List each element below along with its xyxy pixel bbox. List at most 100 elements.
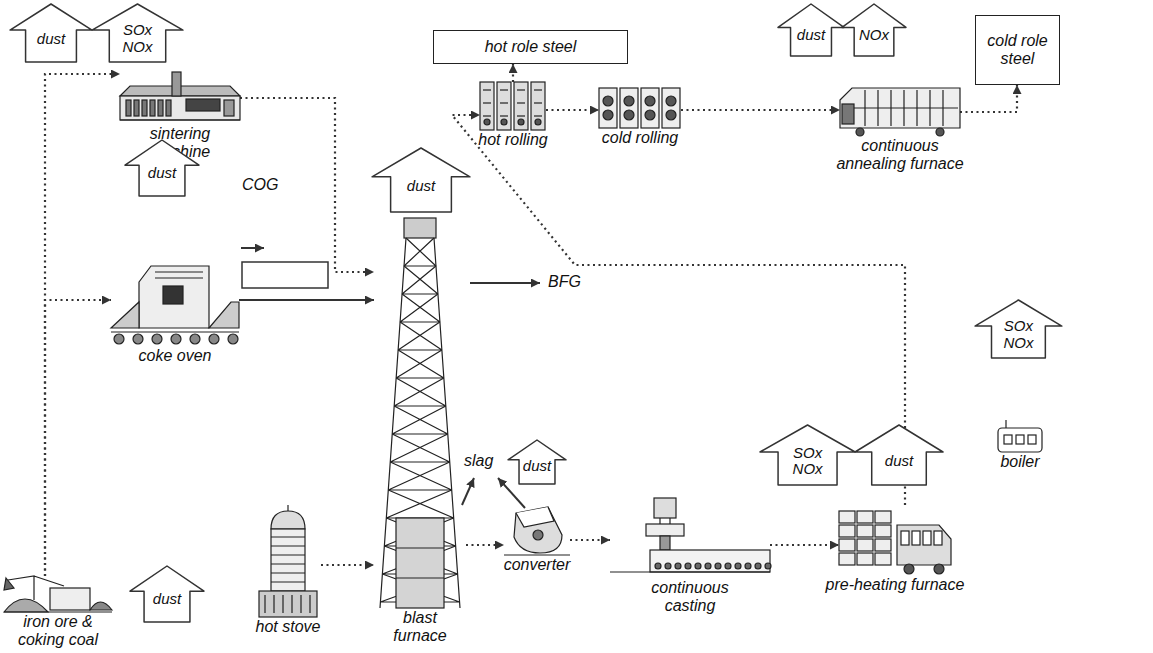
icon-part [309, 595, 310, 613]
icon-part [500, 89, 508, 90]
preheat-parts [839, 511, 951, 574]
anneal-drawing [840, 88, 960, 136]
emission-text-holder: dust [778, 27, 844, 44]
icon-part [745, 563, 751, 569]
icon-part [394, 378, 446, 406]
emission-arrow-shape [760, 425, 855, 485]
icon-part [114, 334, 124, 344]
emission-label: dust [37, 31, 65, 48]
icon-part [139, 266, 209, 328]
icon-part [402, 266, 438, 294]
icon-part [620, 88, 638, 128]
icon-part [904, 564, 914, 574]
icon-part [396, 548, 444, 578]
flow-connector [45, 74, 120, 576]
icon-part [186, 99, 220, 111]
icon-part [150, 100, 155, 116]
product-box: hot role steel [433, 30, 628, 64]
emission-arrow: dust [855, 425, 943, 485]
emission-arrow-shape [10, 4, 92, 62]
flow-connector [770, 544, 839, 546]
emission-text-holder: dust [10, 31, 92, 48]
icon-part [4, 611, 112, 612]
icon-part [271, 511, 305, 529]
icon-part [271, 581, 305, 582]
icon-part [936, 128, 944, 136]
equipment-icon: hot rolling [480, 82, 546, 130]
emission-text-holder: NOx [842, 27, 906, 44]
icon-part [501, 119, 507, 125]
icon-part [912, 531, 920, 545]
equipment-label: coke oven [115, 346, 235, 365]
icon-part [875, 525, 891, 537]
icon-part [533, 530, 543, 540]
icon-part [120, 119, 240, 120]
boiler-parts [998, 420, 1042, 452]
icon-part [483, 102, 491, 103]
icon-part [695, 563, 701, 569]
gas-label: COG [242, 176, 278, 194]
slag-arrow [462, 478, 474, 505]
icon-part [388, 462, 451, 490]
equipment-icon: iron ore & coking coal [4, 576, 112, 612]
icon-part [163, 286, 183, 304]
icon-part [685, 563, 691, 569]
stove-drawing [255, 505, 321, 617]
sinter-drawing [120, 72, 240, 124]
casting-parts [610, 498, 771, 572]
coke-conveyor-box [242, 262, 328, 288]
icon-part [624, 110, 634, 120]
icon-part [765, 563, 771, 569]
icon-part [839, 525, 855, 537]
emission-label: dust [797, 27, 825, 44]
icon-part [171, 334, 181, 344]
emission-text-holder: dust [508, 458, 566, 475]
icon-part [735, 563, 741, 569]
icon-part [662, 88, 680, 128]
emission-arrow-shape [125, 140, 199, 196]
equipment-icon: continuous casting [610, 498, 770, 578]
equipment-label: converter [487, 555, 587, 574]
icon-part [517, 89, 525, 90]
icon-part [839, 553, 855, 565]
flow-connector [960, 85, 1017, 112]
icon-part [665, 563, 671, 569]
icon-part [500, 115, 508, 116]
icon-part [264, 595, 265, 613]
icon-part [50, 588, 90, 610]
icon-part [209, 302, 239, 328]
anneal-parts [840, 88, 960, 136]
casting-drawing [610, 498, 770, 578]
icon-part [392, 406, 448, 434]
icon-part [534, 115, 542, 116]
emission-arrow: dust [10, 4, 92, 62]
icon-part [111, 302, 139, 328]
equipment-label: cold rolling [580, 128, 700, 147]
icon-part [875, 511, 891, 523]
converter-drawing [504, 505, 570, 555]
icon-part [271, 529, 305, 591]
icon-part [224, 100, 234, 116]
equipment-label: iron ore & coking coal [13, 612, 103, 648]
converter-parts [504, 507, 570, 555]
equipment-icon: hot stove [255, 505, 321, 617]
gas-label: slag [464, 452, 493, 470]
equipment-icon: coke oven [111, 262, 239, 346]
icon-part [705, 563, 711, 569]
icon-part [840, 88, 960, 128]
emission-label: SOx NOx [113, 22, 162, 55]
icon-part [1028, 435, 1036, 444]
icon-part [155, 272, 203, 278]
product-label: cold role steel [982, 32, 1053, 69]
emission-arrow: SOx NOx [92, 4, 183, 62]
flow-connector [512, 64, 514, 82]
icon-part [380, 238, 460, 608]
icon-part [4, 599, 48, 612]
icon-part [142, 100, 147, 116]
icon-part [875, 553, 891, 565]
flow-connector [45, 300, 111, 576]
icon-part [259, 591, 317, 617]
icon-part [842, 104, 854, 124]
icon-part [517, 102, 525, 103]
